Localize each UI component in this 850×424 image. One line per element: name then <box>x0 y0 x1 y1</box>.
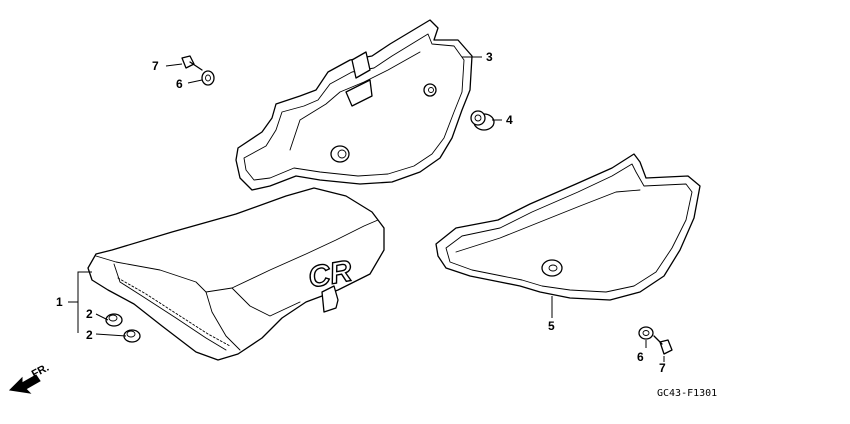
diagram-code: GC43-F1301 <box>657 388 717 399</box>
seat: CR <box>87 187 385 361</box>
callout-6-lower: 6 <box>637 350 644 364</box>
callout-3: 3 <box>486 50 493 64</box>
collar-upper <box>105 313 123 327</box>
collar-lower <box>123 329 141 343</box>
callout-2-upper: 2 <box>86 307 93 321</box>
callout-2-lower: 2 <box>86 328 93 342</box>
callout-6-upper: 6 <box>176 77 183 91</box>
callout-4: 4 <box>506 113 513 127</box>
washer-lower <box>638 326 654 340</box>
front-arrow-icon <box>8 374 41 394</box>
front-direction-marker: FR. <box>8 362 51 394</box>
right-side-cover <box>435 153 701 301</box>
callout-7-lower: 7 <box>659 361 666 375</box>
leader-lines <box>68 56 665 362</box>
callout-1: 1 <box>56 295 63 309</box>
callout-5: 5 <box>548 319 555 333</box>
callout-7-upper: 7 <box>152 59 159 73</box>
washer-upper <box>201 70 215 86</box>
bolt-upper <box>181 55 203 71</box>
front-label: FR. <box>30 362 51 381</box>
bolt-lower <box>653 335 673 355</box>
seat-logo: CR <box>306 254 355 294</box>
grommet-part-4 <box>470 110 495 131</box>
left-side-cover <box>235 19 473 191</box>
